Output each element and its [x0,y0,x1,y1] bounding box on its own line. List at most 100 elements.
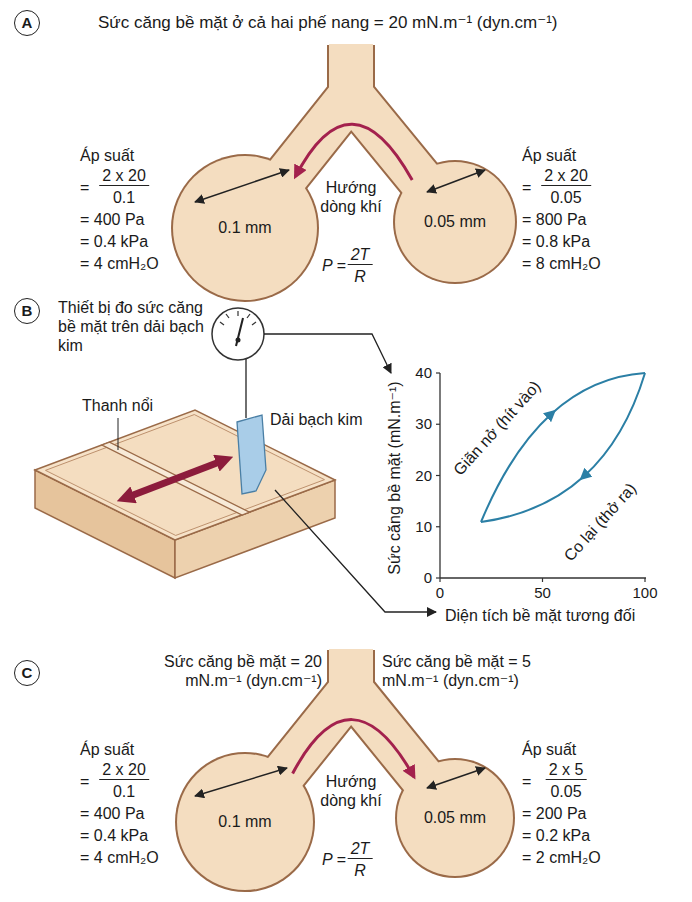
alveolus-fill [177,754,313,890]
surface-balance [35,308,436,612]
label: Áp suất [522,740,576,759]
label: Giãn nở (hít vào) [449,377,544,480]
strip-wire [245,359,246,418]
alveolus: 0.1 mm [177,754,313,890]
label: = [522,178,531,197]
label: = [522,772,531,791]
label: 2T [348,839,373,859]
label: 2 x 20 [99,166,149,186]
label: Diện tích bề mặt tương đối [445,606,635,625]
label: 2 x 5 [546,760,587,780]
gauge-needle [236,318,243,346]
radius-arrow [195,768,287,796]
label: 0.1 [113,188,135,207]
label: = 4 cmH₂O [80,848,159,867]
label: 0 [424,569,432,587]
label: 0.1 [113,782,135,801]
label: Thiết bị đo sức căng bề mặt trên dải bạc… [58,298,208,356]
label: 2T [348,245,373,265]
label: = 200 Pa [522,804,587,823]
label: = 0.8 kPa [522,232,590,251]
alveoli-pair-a [171,44,517,302]
float-bar [102,442,250,515]
hysteresis-graph [436,373,646,582]
drawing-part [542,578,543,582]
label: Sức căng bề mặt ở cả hai phế nang = 20 m… [98,13,558,33]
label: = 2 cmH₂O [522,848,601,867]
diameter-label: 0.1 mm [177,812,313,832]
label: 10 [415,518,432,536]
alveolus-fill [397,760,513,876]
edge-label: Hướng dòng khí [312,772,390,810]
label: Sức căng bề mặt = 5 mN.m⁻¹ (dyn.cm⁻¹) [382,652,587,690]
label: = [80,772,89,791]
alveolus-fill [395,162,515,282]
label: = 400 Pa [80,804,145,823]
diameter-label: 0.05 mm [397,808,513,828]
alveolus: 0.1 mm [173,156,317,300]
label: = 0.4 kPa [80,826,148,845]
label: = [80,178,89,197]
airflow-arrow [295,124,412,180]
drawing-part [436,475,440,476]
label: 0.05 [550,782,581,801]
leader-arrow [264,334,391,373]
label: Áp suất [80,146,134,165]
leader-arrow [275,490,436,612]
diameter-label: 0.05 mm [395,212,515,232]
tray-top [35,410,335,540]
label: = 8 cmH₂O [522,254,601,273]
drawing-part [252,322,256,325]
label: R [354,861,366,880]
drawing-part [226,314,229,318]
airflow-arrow [293,720,414,777]
movement-arrow [128,461,222,497]
label: R [354,267,366,286]
label: 40 [415,364,432,382]
label: Sức căng bề mặt = 20 mN.m⁻¹ (dyn.cm⁻¹) [130,652,322,690]
edge-label: Hướng dòng khí [312,178,390,216]
label: 2 x 20 [99,760,149,780]
label: = 400 Pa [80,210,145,229]
gauge-hub [236,338,241,343]
drawing-part [436,424,440,425]
label: Sức căng bề mặt (mN.m⁻¹) [385,381,404,574]
label: 30 [415,415,432,433]
drawing-part [220,322,224,325]
gauge-ticks [220,311,256,325]
radius-arrow [195,170,289,202]
panel-letter: B [14,298,40,324]
alveolus: 0.05 mm [397,760,513,876]
label: = 4 cmH₂O [80,254,159,273]
drawing-part [436,372,440,373]
label: 20 [415,467,432,485]
diameter-label: 0.1 mm [173,218,317,238]
drawing-part [247,314,250,318]
label: Áp suất [80,740,134,759]
label: 50 [534,584,551,602]
axis-ticks [436,373,645,582]
leader-line [118,418,119,450]
tray-rim [45,415,324,536]
label: P = [322,850,346,869]
alveolus-fill [173,156,317,300]
drawing-part [436,526,440,527]
panel-letter: C [14,660,40,686]
platinum-strip [237,415,266,494]
label: Áp suất [522,146,576,165]
radius-arrow [427,170,485,192]
drawing-part [644,578,645,582]
label: P = [322,256,346,275]
radius-arrow [427,768,485,788]
label: 2 x 20 [541,166,591,186]
label: 100 [632,584,657,602]
label: = 800 Pa [522,210,587,229]
label: Thanh nổi [82,396,153,415]
label: = 0.2 kPa [522,826,590,845]
panel-letter: A [14,10,40,36]
drawing-part [439,578,440,582]
label: 0.05 [550,188,581,207]
label: Co lại (thở ra) [560,479,640,565]
alveolus: 0.05 mm [395,162,515,282]
